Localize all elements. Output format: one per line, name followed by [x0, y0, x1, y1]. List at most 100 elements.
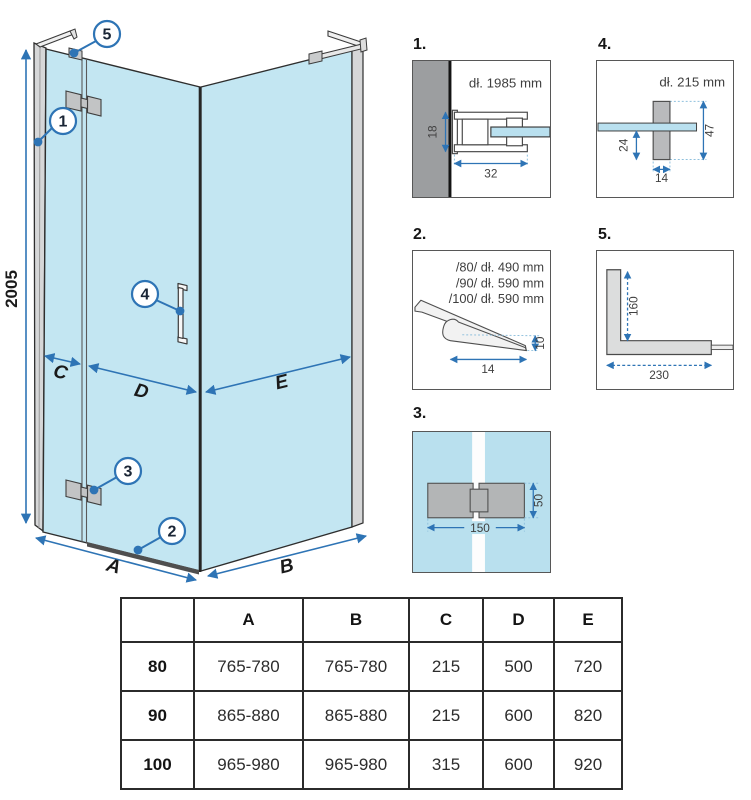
cell-100-a: 965-980: [193, 739, 304, 790]
detail-5-title: 5.: [598, 226, 612, 243]
dim-24-label: 24: [617, 138, 631, 152]
table-corner-cell: [120, 597, 195, 643]
dim-160: 160: [623, 270, 640, 342]
dim-18: 18: [426, 111, 450, 153]
table-header-a: A: [193, 597, 304, 643]
dim-24: 24: [617, 130, 641, 161]
detail-2-note-100: /100/ dł. 590 mm: [449, 291, 544, 306]
cell-80-c: 215: [408, 641, 484, 692]
dim-47-label: 47: [702, 124, 716, 137]
table-header-c: C: [408, 597, 484, 643]
cell-80-e: 720: [553, 641, 623, 692]
detail-1-panel: dł. 1985 mm 18 32: [412, 60, 551, 198]
detail-4-note: dł. 215 mm: [659, 75, 725, 90]
cell-90-c: 215: [408, 690, 484, 741]
detail-4-drawing: dł. 215 mm 47 24 14: [597, 75, 725, 185]
row-size-label: 80: [120, 641, 195, 692]
height-dimension: 2005: [2, 48, 32, 525]
table-row-80: 80 765-780 765-780 215 500 720: [120, 641, 623, 692]
dimension-c: C: [43, 353, 82, 385]
detail-2-note-90: /90/ dł. 590 mm: [456, 275, 544, 290]
detail-2-panel: /80/ dł. 490 mm /90/ dł. 590 mm /100/ dł…: [412, 250, 551, 390]
detail-3-title: 3.: [413, 405, 427, 422]
cell-100-c: 315: [408, 739, 484, 790]
dim-14-label: 14: [481, 362, 495, 376]
callout-3-label: 3: [124, 464, 133, 481]
detail-4-title: 4.: [598, 36, 612, 53]
dim-230: 230: [606, 361, 713, 382]
detail-3-drawing: 50 150: [413, 432, 550, 572]
side-wall-profile: [351, 45, 364, 528]
cell-100-b: 965-980: [302, 739, 410, 790]
table-row-90: 90 865-880 865-880 215 600 820: [120, 690, 623, 741]
upper-hinge: [65, 90, 102, 117]
dimension-d: D: [87, 363, 198, 404]
callout-2: 2: [133, 516, 187, 555]
dim-14-label: 14: [655, 171, 669, 185]
dim-10-label: 10: [533, 336, 547, 350]
dimension-c-label: C: [51, 361, 70, 385]
side-glass-panel: [200, 48, 353, 572]
size-table: A B C D E 80 765-780 765-780 215 500 720…: [120, 597, 623, 790]
row-size-label: 100: [120, 739, 195, 790]
dim-32-label: 32: [484, 166, 497, 180]
detail-5-drawing: 160 230: [606, 269, 733, 382]
seal-profile: [414, 299, 527, 352]
dim-150: 150: [427, 521, 526, 535]
dim-10: 10: [531, 335, 547, 352]
corner-bracket: [606, 269, 712, 356]
callout-5: 5: [69, 19, 122, 58]
dim-230-label: 230: [649, 368, 669, 382]
callout-5-label: 5: [103, 27, 112, 44]
dim-50: 50: [529, 482, 546, 519]
detail-3-panel: 50 150: [412, 431, 551, 573]
row-size-label: 90: [120, 690, 195, 741]
dim-18-label: 18: [426, 125, 440, 139]
table-header-row: A B C D E: [120, 597, 623, 643]
cell-90-e: 820: [553, 690, 623, 741]
dimension-a: A: [34, 535, 198, 583]
dim-47: 47: [699, 100, 716, 161]
detail-2-note-80: /80/ dł. 490 mm: [456, 260, 544, 275]
dim-150-label: 150: [470, 521, 490, 535]
dimension-b-label: B: [277, 555, 296, 579]
callout-1-label: 1: [59, 114, 68, 131]
detail-1-title: 1.: [413, 36, 427, 53]
extension-lines: [453, 154, 528, 167]
cell-100-e: 920: [553, 739, 623, 790]
glass-section: [597, 122, 698, 132]
cell-90-a: 865-880: [193, 690, 304, 741]
callout-4-label: 4: [141, 287, 150, 304]
dimension-a-label: A: [103, 555, 123, 579]
detail-5-panel: 160 230: [596, 250, 734, 390]
callout-1: 1: [33, 106, 78, 147]
top-right-support-bar: [312, 30, 368, 61]
dimension-b: B: [206, 533, 368, 579]
dimension-d-label: D: [132, 380, 151, 404]
top-left-support-bar: [34, 28, 78, 48]
detail-1-note: dł. 1985 mm: [469, 76, 542, 91]
detail-2-title: 2.: [413, 226, 427, 243]
detail-2-drawing: /80/ dł. 490 mm /90/ dł. 590 mm /100/ dł…: [414, 260, 547, 376]
detail-4-panel: dł. 215 mm 47 24 14: [596, 60, 734, 198]
callout-2-label: 2: [168, 524, 177, 541]
height-dimension-label: 2005: [2, 270, 21, 308]
dim-50-label: 50: [532, 494, 546, 508]
cell-80-d: 500: [482, 641, 555, 692]
cell-80-a: 765-780: [193, 641, 304, 692]
detail-1-drawing: dł. 1985 mm 18 32: [413, 61, 550, 197]
bracket-rod: [710, 344, 733, 351]
table-header-d: D: [482, 597, 555, 643]
cell-100-d: 600: [482, 739, 555, 790]
cell-90-b: 865-880: [302, 690, 410, 741]
top-side-clamp: [308, 50, 323, 65]
callout-3: 3: [89, 456, 143, 495]
table-header-e: E: [553, 597, 623, 643]
cell-90-d: 600: [482, 690, 555, 741]
main-diagram: 2005: [2, 19, 368, 583]
cell-80-b: 765-780: [302, 641, 410, 692]
dim-14: 14: [652, 165, 671, 185]
wall-profile-section: [451, 109, 550, 155]
table-row-100: 100 965-980 965-980 315 600 920: [120, 739, 623, 790]
